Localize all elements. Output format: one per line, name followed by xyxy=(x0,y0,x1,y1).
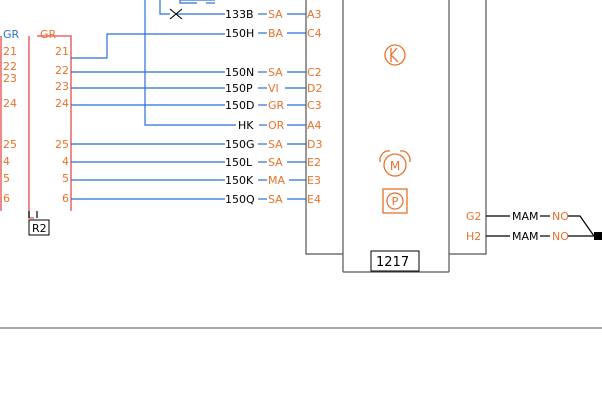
right-wire-1-pin: H2 xyxy=(466,230,481,243)
wire-label-2-pin: C2 xyxy=(307,66,322,79)
module-outer-left-edge xyxy=(305,0,343,255)
pin-labels-left: 21 22 23 24 25 4 5 6 xyxy=(3,45,17,205)
connector-label-box xyxy=(28,219,50,236)
connector-header-blue: GR xyxy=(3,28,20,41)
wire-label-9-id: 150Q xyxy=(225,193,255,206)
right-wire-1-id: MAM xyxy=(512,230,539,243)
pin-left-4: 25 xyxy=(3,138,17,151)
parking-glyph: P xyxy=(392,195,399,208)
motor-glyph: M xyxy=(390,159,400,173)
pin-right-6: 5 xyxy=(62,172,69,185)
wire-label-5-id: HK xyxy=(238,119,254,132)
wire-label-1-color: BA xyxy=(268,27,284,40)
connector-mid-edge xyxy=(28,36,34,219)
right-wire-0-id: MAM xyxy=(512,210,539,223)
pin-right-5: 4 xyxy=(62,155,69,168)
pin-left-3: 24 xyxy=(3,97,17,110)
wire-label-2-color: SA xyxy=(268,66,283,79)
blue-wires xyxy=(71,0,236,200)
wire-133B-branch xyxy=(159,0,170,15)
right-wire-0-color: NO xyxy=(552,210,569,223)
right-wire-1-color: NO xyxy=(552,230,569,243)
pin-right-3: 24 xyxy=(55,97,69,110)
wire-HK-path xyxy=(144,0,236,126)
connector-r2: GR GR R2 xyxy=(0,28,72,236)
pin-right-1: 22 xyxy=(55,64,69,77)
connector-label: R2 xyxy=(32,222,47,235)
right-wire-0-pin: G2 xyxy=(466,210,482,223)
connector-right-edge xyxy=(37,35,72,211)
wire-label-7-id: 150L xyxy=(225,156,253,169)
module-outer-right-edge xyxy=(449,0,487,255)
wire-label-9-color: SA xyxy=(268,193,283,206)
steering-wheel-icon xyxy=(384,44,406,66)
module-label: 1217 xyxy=(376,255,409,270)
wire-label-2-id: 150N xyxy=(225,66,254,79)
wire-label-0-id: 133B xyxy=(225,8,254,21)
pin-left-1: 22 xyxy=(3,60,17,73)
wire-label-9-pin: E4 xyxy=(307,193,321,206)
twist-icon xyxy=(169,8,183,20)
top-cut-wire xyxy=(179,0,215,4)
right-wires: G2 MAM NO H2 MAM NO xyxy=(466,210,602,243)
pin-labels-right: 21 22 23 24 25 4 5 6 xyxy=(55,45,69,205)
wire-label-6-id: 150G xyxy=(225,138,255,151)
pin-left-0: 21 xyxy=(3,45,17,58)
module-label-box xyxy=(370,250,420,272)
wire-label-7-color: SA xyxy=(268,156,283,169)
module-outlines xyxy=(305,0,487,273)
wire-label-4-pin: C3 xyxy=(307,99,322,112)
wire-label-4-color: GR xyxy=(268,99,285,112)
wire-label-0-color: SA xyxy=(268,8,283,21)
wire-label-5-pin: A4 xyxy=(307,119,322,132)
label-dashes xyxy=(258,13,306,200)
parking-icon: P xyxy=(382,188,408,214)
wire-label-8-id: 150K xyxy=(225,174,254,187)
junction-node xyxy=(594,232,602,240)
wire-labels: 133B SA A3 150H BA C4 150N SA C2 150P VI… xyxy=(225,8,322,206)
wire-label-7-pin: E2 xyxy=(307,156,321,169)
wire-label-3-id: 150P xyxy=(225,82,253,95)
pin-right-7: 6 xyxy=(62,192,69,205)
wire-label-1-pin: C4 xyxy=(307,27,322,40)
wire-label-8-color: MA xyxy=(268,174,285,187)
wire-label-3-pin: D2 xyxy=(307,82,322,95)
pin-right-0: 21 xyxy=(55,45,69,58)
wire-label-6-pin: D3 xyxy=(307,138,322,151)
wire-label-1-id: 150H xyxy=(225,27,254,40)
pin-left-6: 5 xyxy=(3,172,10,185)
wire-150H-path xyxy=(71,33,225,59)
pin-right-4: 25 xyxy=(55,138,69,151)
pin-right-2: 23 xyxy=(55,80,69,93)
wire-label-4-id: 150D xyxy=(225,99,254,112)
wire-label-5-color: OR xyxy=(268,119,285,132)
wire-label-8-pin: E3 xyxy=(307,174,321,187)
motor-icon: M xyxy=(379,150,411,177)
wire-label-3-color: VI xyxy=(268,82,279,95)
pin-left-5: 4 xyxy=(3,155,10,168)
connector-header-orange: GR xyxy=(40,28,57,41)
pin-left-2: 23 xyxy=(3,72,17,85)
pin-left-7: 6 xyxy=(3,192,10,205)
wire-label-0-pin: A3 xyxy=(307,8,322,21)
wire-label-6-color: SA xyxy=(268,138,283,151)
